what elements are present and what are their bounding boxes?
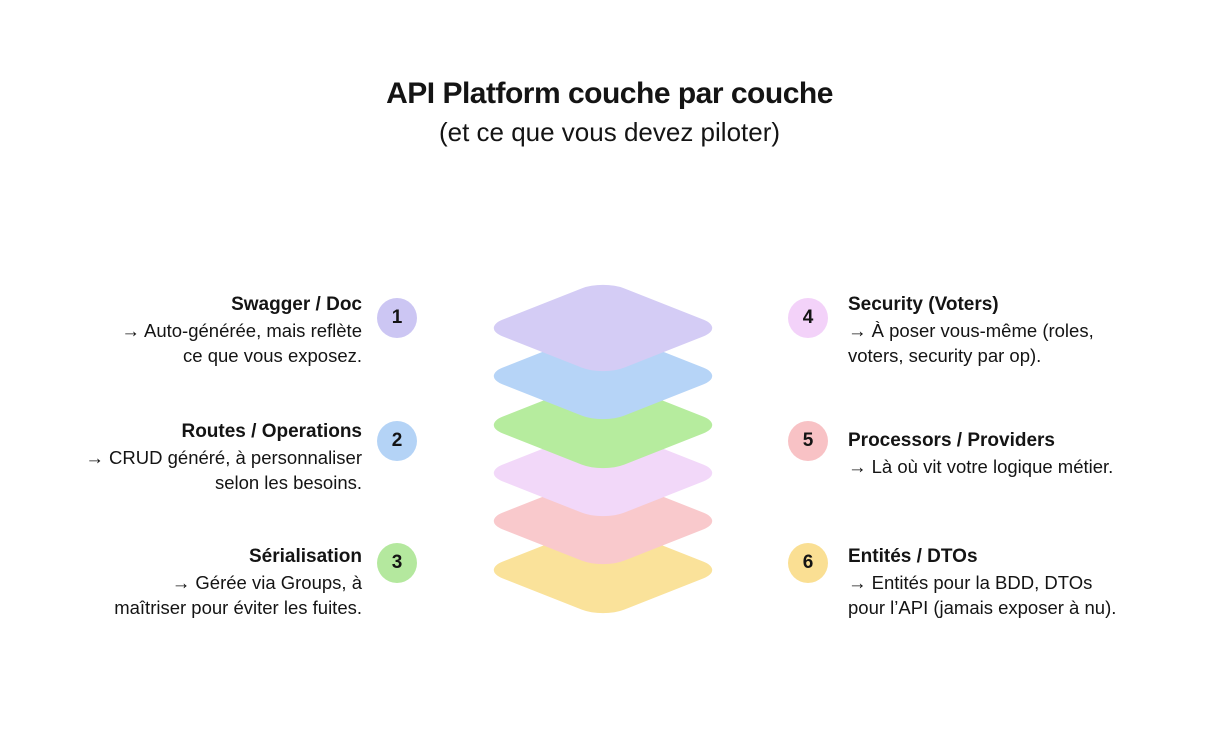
annotation-title: Sérialisation [249,546,362,567]
annotation-routes-operations: Routes / Operations → CRUD généré, à per… [22,419,362,495]
annotation-body: → Entités pour la BDD, DTOs pour l’API (… [848,572,1117,618]
annotation-body: → Là où vit votre logique métier. [848,456,1114,477]
annotation-body: → Gérée via Groups, à maîtriser pour évi… [114,572,362,618]
badge-5: 5 [788,421,828,461]
header: API Platform couche par couche (et ce qu… [0,77,1219,148]
page-subtitle: (et ce que vous devez piloter) [438,117,781,147]
annotation-title: Routes / Operations [181,421,362,442]
annotation-body: → CRUD généré, à personnaliser selon les… [85,447,362,493]
annotation-entites-dtos: Entités / DTOs → Entités pour la BDD, DT… [848,544,1178,620]
annotation-title: Security (Voters) [848,294,999,315]
badge-6: 6 [788,543,828,583]
annotation-swagger-doc: Swagger / Doc → Auto-générée, mais reflè… [22,292,362,368]
annotation-title: Entités / DTOs [848,546,978,567]
annotation-title: Swagger / Doc [231,294,362,315]
badge-1: 1 [377,298,417,338]
annotation-body: → À poser vous-même (roles, voters, secu… [848,320,1094,366]
badge-4: 4 [788,298,828,338]
badge-2: 2 [377,421,417,461]
annotation-processors-providers: Processors / Providers → Là où vit votre… [848,428,1178,479]
annotation-serialisation: Sérialisation → Gérée via Groups, à maît… [22,544,362,620]
annotation-body: → Auto-générée, mais reflète ce que vous… [121,320,362,366]
annotation-security-voters: Security (Voters) → À poser vous-même (r… [848,292,1178,368]
badge-3: 3 [377,543,417,583]
page-title: API Platform couche par couche [386,77,833,110]
annotation-title: Processors / Providers [848,430,1055,451]
